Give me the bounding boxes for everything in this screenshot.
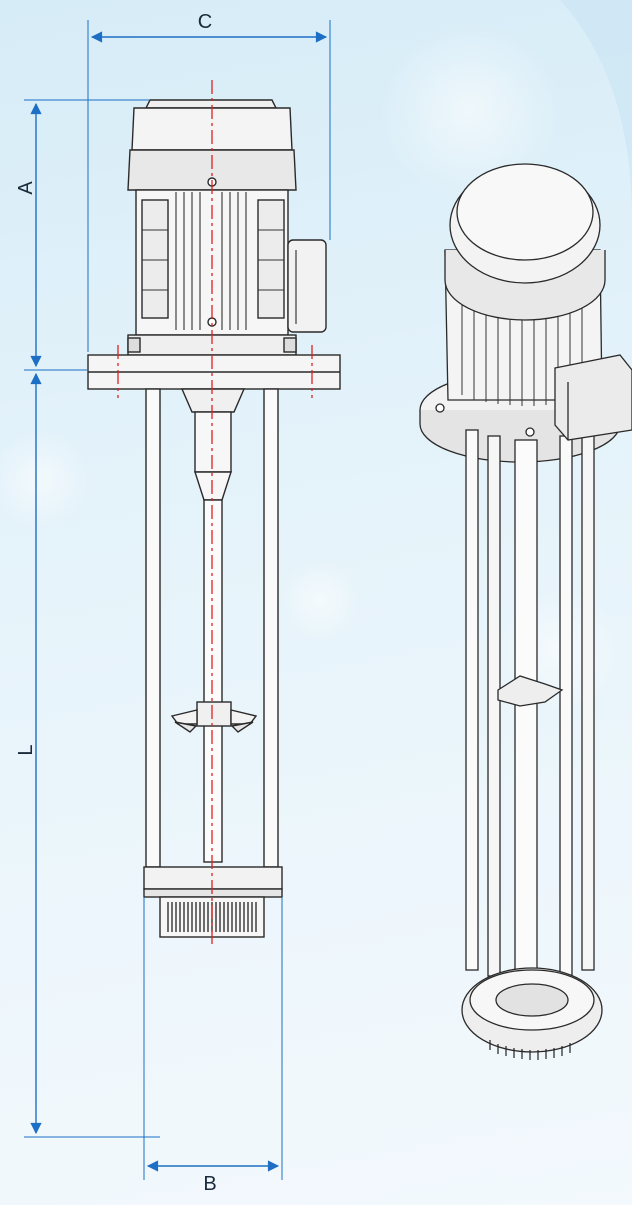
front-view	[87, 99, 341, 938]
dimension-b-label: B	[203, 1173, 216, 1195]
impeller	[170, 701, 258, 733]
guard-tubes	[145, 388, 279, 868]
dimension-lines	[24, 20, 331, 1180]
dimension-l-label: L	[15, 744, 37, 755]
terminal-box	[287, 239, 327, 333]
centerlines	[117, 80, 313, 948]
dimension-a-label: A	[15, 181, 37, 195]
pump-base-plate	[143, 866, 283, 890]
motor-top-cap	[144, 99, 278, 109]
iso-impeller	[497, 675, 564, 707]
iso-terminal-box	[554, 354, 632, 441]
coupling	[180, 388, 246, 413]
shaft	[203, 499, 223, 863]
dimension-c-label: C	[198, 11, 212, 33]
isometric-view	[419, 163, 632, 1060]
